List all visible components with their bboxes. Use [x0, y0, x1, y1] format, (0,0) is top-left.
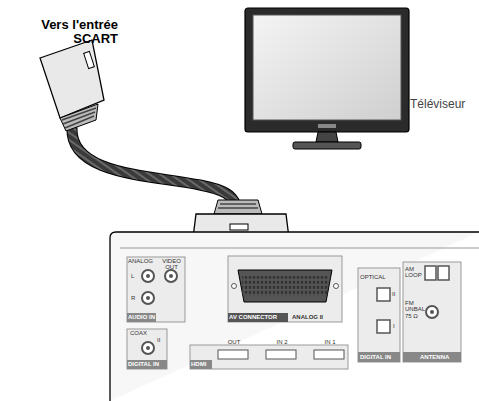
panel-label: IN 2 — [270, 339, 294, 345]
television — [245, 8, 409, 149]
device-label: Téléviseur — [410, 98, 476, 111]
panel-label: AM LOOP — [405, 266, 423, 279]
panel-label: COAX — [130, 330, 156, 336]
panel-label: ANALOG II — [292, 314, 340, 320]
panel-label: L — [131, 273, 139, 279]
callout-label: Vers l'entrée SCART — [30, 18, 118, 45]
section-label: DIGITAL IN — [128, 361, 166, 367]
panel-label: OUT — [222, 339, 246, 345]
panel-label: I — [393, 323, 399, 329]
section-label: ANTENNA — [420, 354, 460, 360]
section-label: DIGITAL IN — [360, 354, 400, 360]
section-label: AUDIO IN — [128, 314, 156, 320]
panel-label: IN 1 — [318, 339, 342, 345]
panel-label: II — [392, 291, 400, 297]
section-label: HDMI — [191, 361, 211, 367]
panel-label: VIDEO OUT — [158, 258, 185, 271]
scart-cable — [40, 40, 290, 256]
section-label: AV CONNECTOR — [229, 314, 287, 320]
panel-label: FM UNBAL 75 Ω — [405, 300, 427, 319]
panel-label: II — [157, 337, 167, 343]
panel-label: OPTICAL — [360, 274, 398, 280]
receiver-rear-panel — [110, 232, 479, 401]
panel-label: R — [131, 295, 139, 301]
panel-label: ANALOG — [128, 258, 158, 264]
